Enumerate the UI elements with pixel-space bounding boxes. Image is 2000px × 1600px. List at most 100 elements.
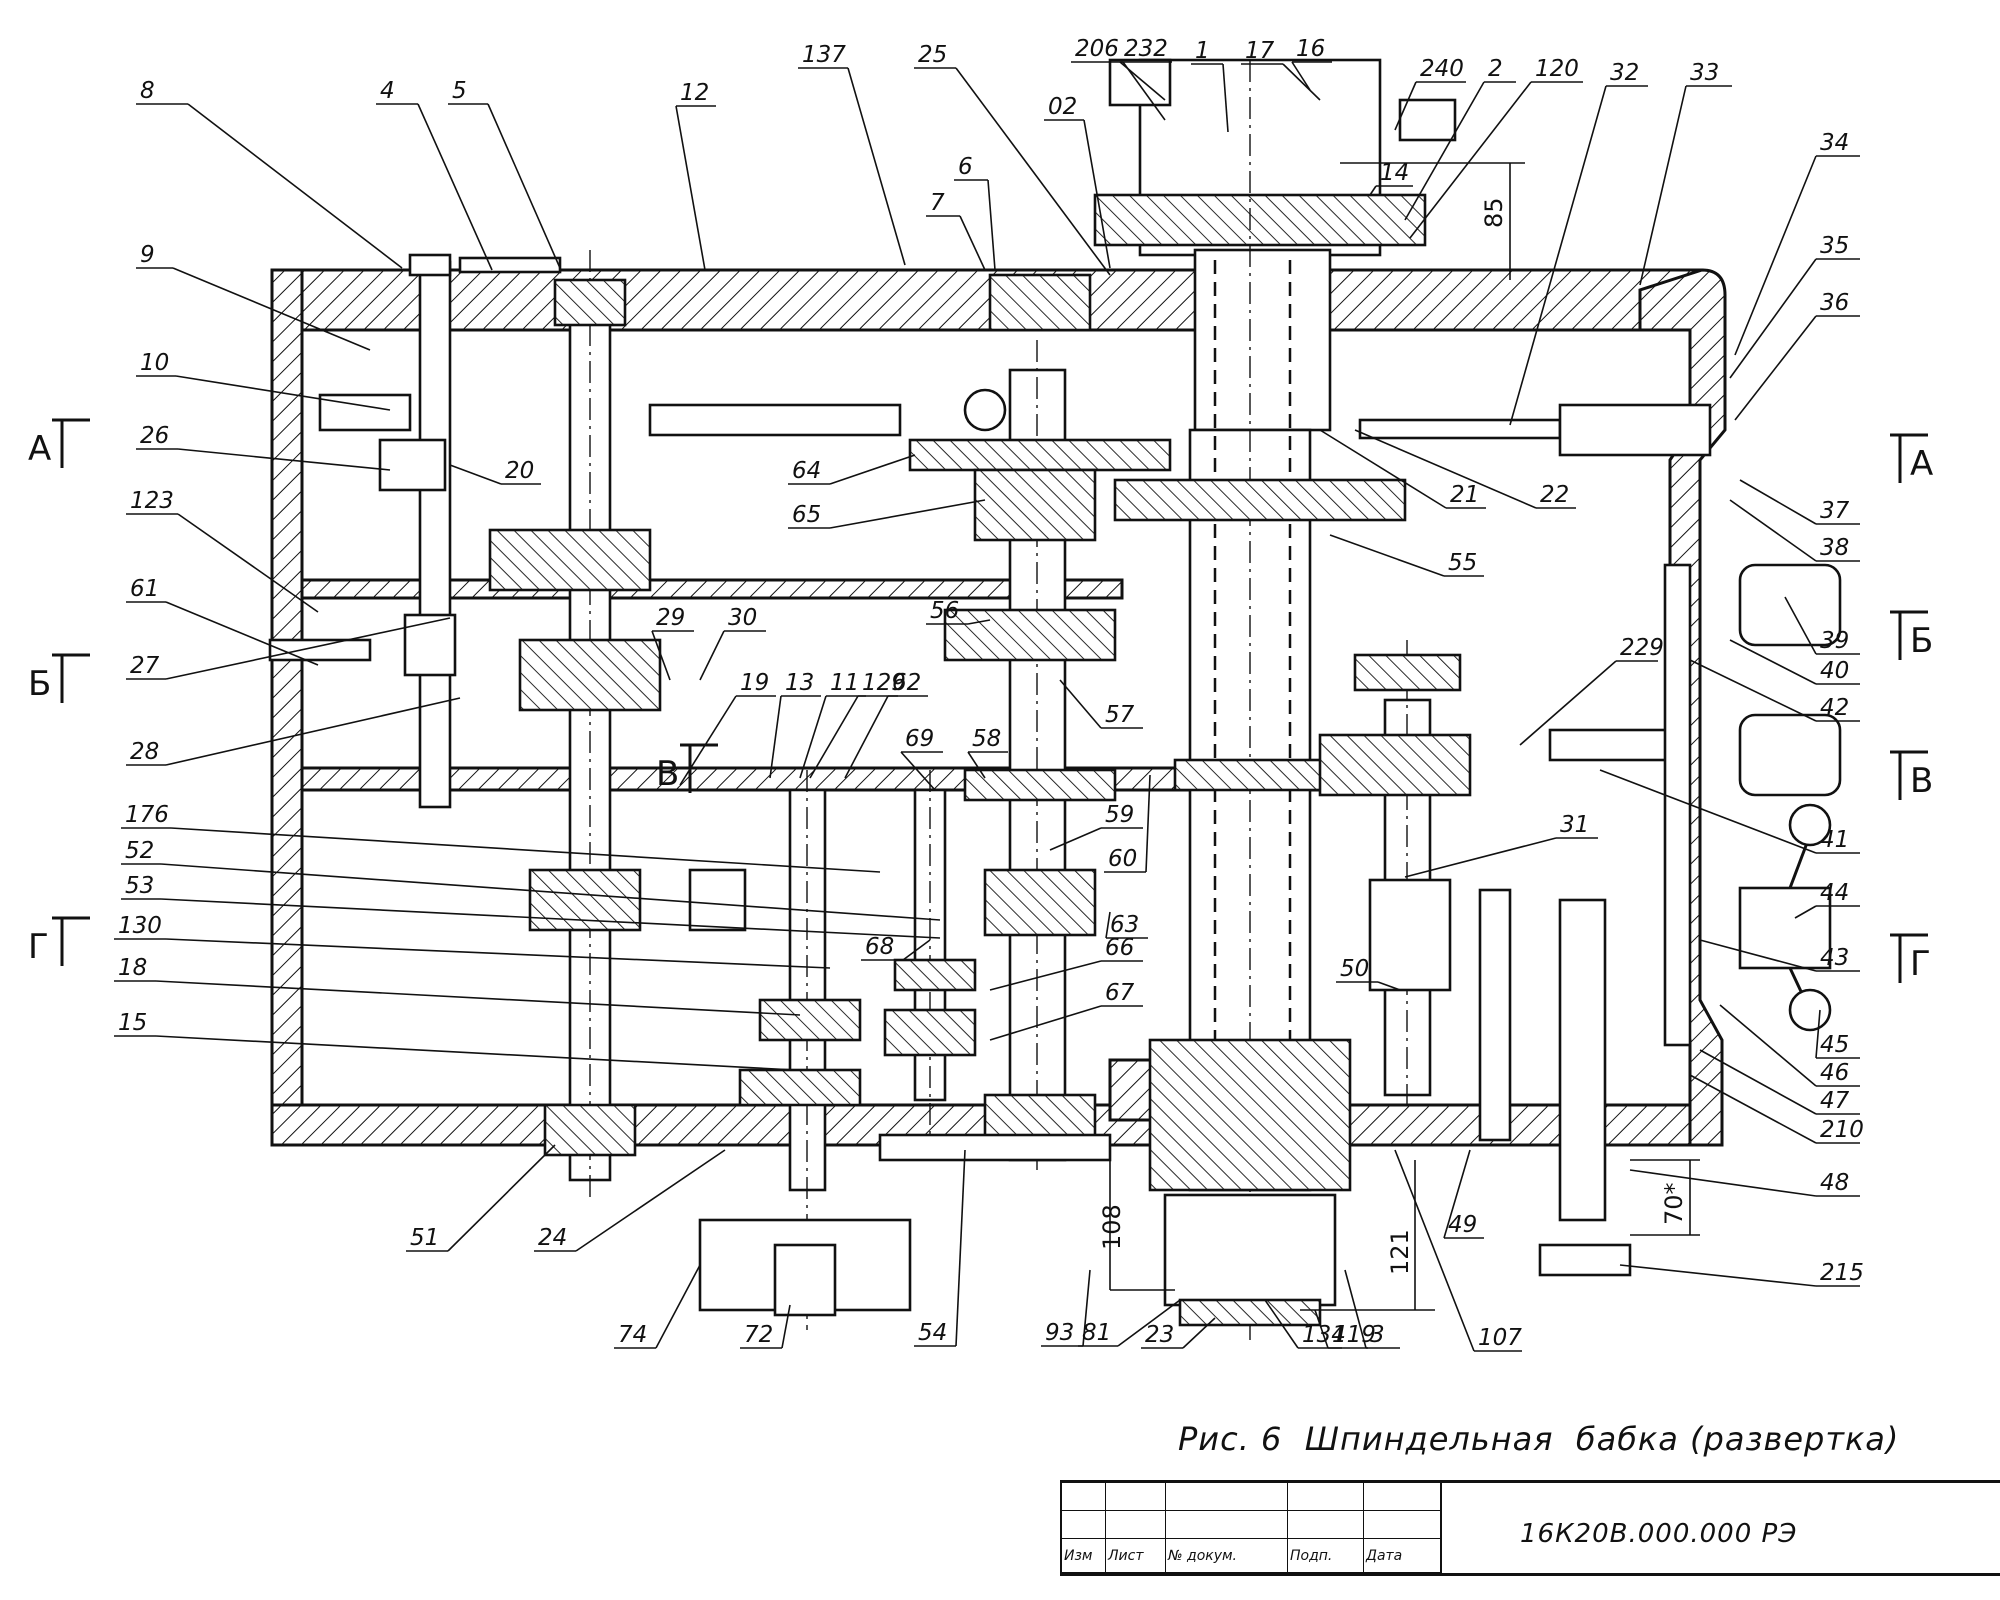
callout-57: 57 — [1059, 679, 1143, 729]
callout-46: 46 — [1719, 1004, 1860, 1087]
handle-hub-44 — [1738, 886, 1832, 970]
callout-label: 42 — [1820, 695, 1849, 721]
callout-label: 58 — [972, 726, 1001, 752]
leader-line — [955, 67, 1111, 276]
leader-line — [1329, 534, 1445, 577]
callout-26: 26 — [136, 423, 391, 471]
callout-65: 65 — [788, 499, 986, 529]
callout-215: 215 — [1619, 1260, 1864, 1287]
leader-line — [781, 1304, 791, 1349]
leader-line — [799, 695, 827, 779]
callout-label: 21 — [1450, 482, 1479, 508]
intermediate-shafts — [688, 273, 1172, 1330]
callout-label: 4 — [380, 78, 395, 104]
callout-label: 28 — [130, 739, 159, 765]
tb-empty — [1106, 1483, 1166, 1511]
callout-12: 12 — [675, 80, 716, 271]
callout-51: 51 — [406, 1144, 556, 1252]
spindle-front-bearing — [1193, 248, 1332, 432]
leader-line — [699, 630, 725, 681]
callout-232: 232 — [1119, 36, 1172, 101]
callout-69: 69 — [900, 726, 943, 791]
leader-line — [449, 464, 502, 485]
leader-line — [675, 105, 706, 271]
callout-36: 36 — [1734, 290, 1860, 421]
tb-empty — [1288, 1511, 1364, 1539]
section-letter: А — [1910, 444, 1933, 484]
leader-line — [1049, 827, 1102, 851]
callout-label: 52 — [125, 838, 154, 864]
top-parts — [408, 58, 1457, 277]
leader-line — [1314, 1309, 1329, 1349]
callout-14: 14 — [1369, 160, 1413, 196]
callout-22: 22 — [1354, 429, 1576, 509]
dimension-121: 121 — [1386, 1229, 1414, 1275]
callout-48: 48 — [1629, 1169, 1860, 1197]
leader-line — [989, 960, 1102, 991]
spindle-gear-60 — [1173, 758, 1327, 792]
callout-label: 43 — [1820, 945, 1849, 971]
leader-line — [1509, 85, 1607, 426]
rod-41 — [1548, 728, 1682, 762]
leader-line — [165, 617, 451, 680]
callout-label: 12 — [680, 80, 709, 106]
fork-27 — [403, 613, 457, 677]
figure-caption: Рис. 6 Шпиндельная бабка (развертка) — [1178, 1420, 1900, 1458]
callout-label: 31 — [1560, 812, 1589, 838]
callout-label: 47 — [1820, 1088, 1850, 1114]
callout-label: 32 — [1610, 60, 1639, 86]
callout-8: 8 — [136, 78, 403, 269]
spindle-front-ring — [1093, 193, 1427, 247]
callout-label: 45 — [1820, 1032, 1849, 1058]
leader-line — [447, 1144, 556, 1252]
leader-line — [967, 619, 991, 625]
leader-line — [417, 103, 493, 271]
leader-line — [1519, 660, 1617, 746]
callout-label: 55 — [1448, 550, 1477, 576]
callout-label: 215 — [1820, 1260, 1864, 1286]
callout-label: 69 — [905, 726, 934, 752]
bearing-176 — [688, 868, 747, 932]
callout-63: 63 — [1105, 911, 1148, 939]
callout-label: 176 — [125, 802, 169, 828]
title-block: Изм Лист № докум. Подп. Дата 16К20В.000.… — [1060, 1480, 2000, 1576]
section-marker-B-right: Б — [1890, 610, 1933, 661]
dimension-85: 85 — [1480, 197, 1508, 228]
flange-lug — [1108, 58, 1172, 107]
callout-label: 130 — [118, 913, 162, 939]
callout-16: 16 — [1291, 36, 1332, 91]
callout-5: 5 — [448, 78, 561, 269]
callout-label: 53 — [125, 873, 154, 899]
leader-line — [1122, 61, 1166, 121]
callout-11: 11 — [799, 670, 866, 779]
callout-label: 16 — [1296, 36, 1325, 62]
left-bottom-bearing — [543, 1103, 637, 1157]
callout-label: 57 — [1105, 702, 1135, 728]
leader-line — [1404, 837, 1557, 878]
document-code: 16К20В.000.000 РЭ — [1520, 1519, 1798, 1549]
callout-label: 74 — [618, 1322, 647, 1348]
callout-label: 7 — [930, 190, 945, 216]
callout-label: 129 — [862, 670, 906, 696]
callout-2: 2 — [1404, 56, 1516, 221]
callout-label: 9 — [140, 242, 155, 268]
cover-54 — [878, 1133, 1112, 1162]
callout-41: 41 — [1599, 769, 1860, 854]
leader-line — [829, 499, 986, 529]
dimension-lines: 85 70* 108 121 — [1098, 162, 1700, 1311]
callout-1: 1 — [1191, 38, 1229, 133]
tb-col-signature: Подп. — [1288, 1539, 1364, 1573]
leader-line — [844, 695, 889, 779]
callout-label: 65 — [792, 502, 821, 528]
callout-33: 33 — [1639, 60, 1732, 286]
callout-20: 20 — [449, 458, 541, 485]
leader-line — [1369, 185, 1377, 196]
rod-32 — [1358, 418, 1562, 440]
leader-line — [175, 375, 391, 411]
gear-65 — [973, 468, 1097, 542]
gear-block-upper — [488, 528, 652, 592]
callout-label: 25 — [918, 42, 947, 68]
callout-label: 26 — [140, 423, 169, 449]
spindle — [1093, 58, 1427, 1340]
leader-line — [1082, 1269, 1091, 1347]
